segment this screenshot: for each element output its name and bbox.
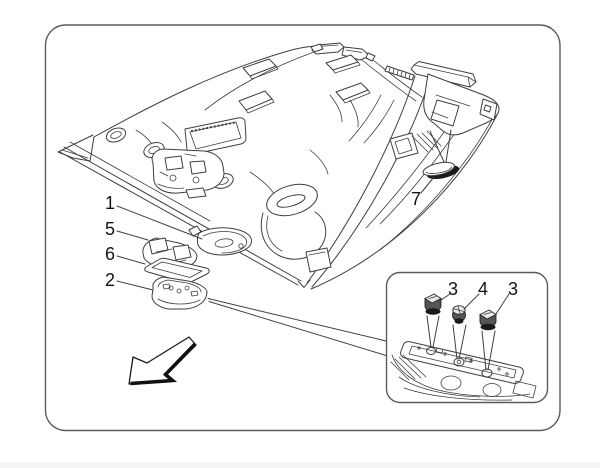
roof-apex-bracket [310,42,376,62]
roof-rear-center-detail [260,211,332,273]
rear-flap-cluster [389,73,500,160]
diagram-border [44,24,561,432]
callout-label-1: 1 [105,193,115,213]
callout-label-4: 4 [478,279,488,299]
headliner-illustration [57,42,500,290]
leader-line-3b [493,293,510,318]
leader-line-7 [420,176,435,194]
bulb-3b-pins [481,330,496,371]
front-direction-arrow-icon [128,336,197,386]
leader-line-6 [116,255,146,265]
overhead-display-opening [184,117,247,155]
callout-label-2: 2 [105,270,115,290]
leader-line-2 [116,280,154,291]
part-1-bracket [188,225,253,256]
bulb-4-pins [452,324,467,360]
bulb-socket-4 [452,305,466,324]
roof-hatched-strip [384,65,415,81]
leader-line-1 [116,205,203,240]
part-7-location-lines [429,129,452,163]
part-6-gasket [144,257,210,284]
bulb-socket-3a [424,293,442,315]
perforation-dots [190,121,235,133]
bulb-socket-3b [479,309,497,331]
leader-line-3a [437,293,451,303]
bulb-3a-pins [426,315,440,348]
roof-rail-bar [410,61,477,88]
part-7-lamp [422,161,460,180]
roof-adhesive-pads [238,54,371,114]
callout-label-3a: 3 [448,279,458,299]
callout-label-7: 7 [411,189,421,209]
callout-label-5: 5 [105,219,115,239]
callout-label-3b: 3 [508,279,518,299]
exploded-lamp-parts [142,225,253,310]
inset-console-housing [390,354,537,401]
overhead-console-unit [151,148,225,199]
leader-line-4 [463,293,480,310]
page-footer-strip [0,462,600,468]
inset-console-board [400,341,524,384]
detail-inset-box: 3 4 3 [385,271,549,404]
callout-label-6: 6 [105,244,115,264]
leader-line-5 [116,230,149,241]
callout-leaders [116,176,435,291]
part-2-lens-unit [151,276,208,310]
inset-wedge-lines [207,298,387,356]
